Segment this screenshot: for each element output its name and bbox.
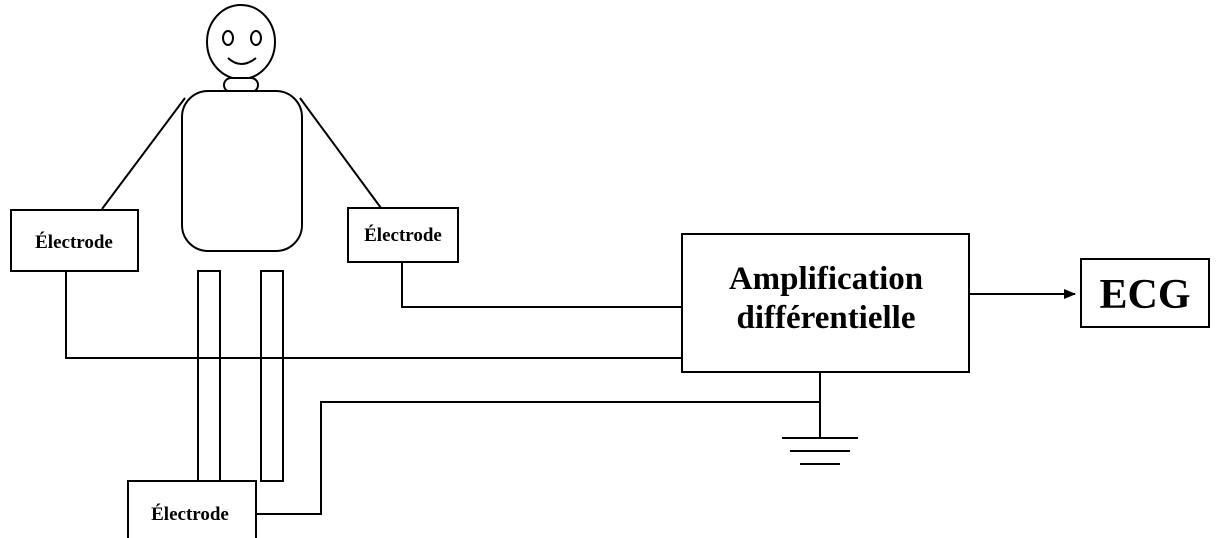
- electrode-right-label: Électrode: [364, 224, 442, 246]
- differential-amplifier-box: Amplification différentielle: [681, 233, 970, 373]
- ground-symbol: [782, 437, 858, 465]
- amplifier-label-line2: différentielle: [737, 300, 916, 336]
- left-eye: [222, 30, 234, 46]
- amplifier-label-line1: Amplification: [729, 261, 923, 297]
- electrode-left: Électrode: [10, 209, 139, 272]
- head: [206, 4, 276, 80]
- torso: [181, 90, 303, 252]
- right-eye: [250, 30, 262, 46]
- smile: [227, 57, 257, 65]
- electrode-bottom: Électrode: [127, 480, 257, 538]
- neck: [223, 77, 259, 93]
- left-leg: [197, 270, 221, 482]
- left-arm: [101, 97, 186, 210]
- ecg-label: ECG: [1099, 272, 1190, 318]
- human-figure: [101, 4, 382, 482]
- right-arm: [299, 97, 382, 209]
- right-electrode-wire: [401, 262, 682, 308]
- wires: [65, 262, 1076, 515]
- bottom-electrode-wire: [256, 401, 820, 515]
- electrode-bottom-label: Électrode: [151, 503, 229, 525]
- right-leg: [260, 270, 284, 482]
- ecg-output-box: ECG: [1080, 258, 1210, 328]
- electrode-left-label: Électrode: [35, 231, 113, 253]
- left-electrode-wire: [65, 270, 682, 359]
- electrode-right: Électrode: [347, 207, 459, 263]
